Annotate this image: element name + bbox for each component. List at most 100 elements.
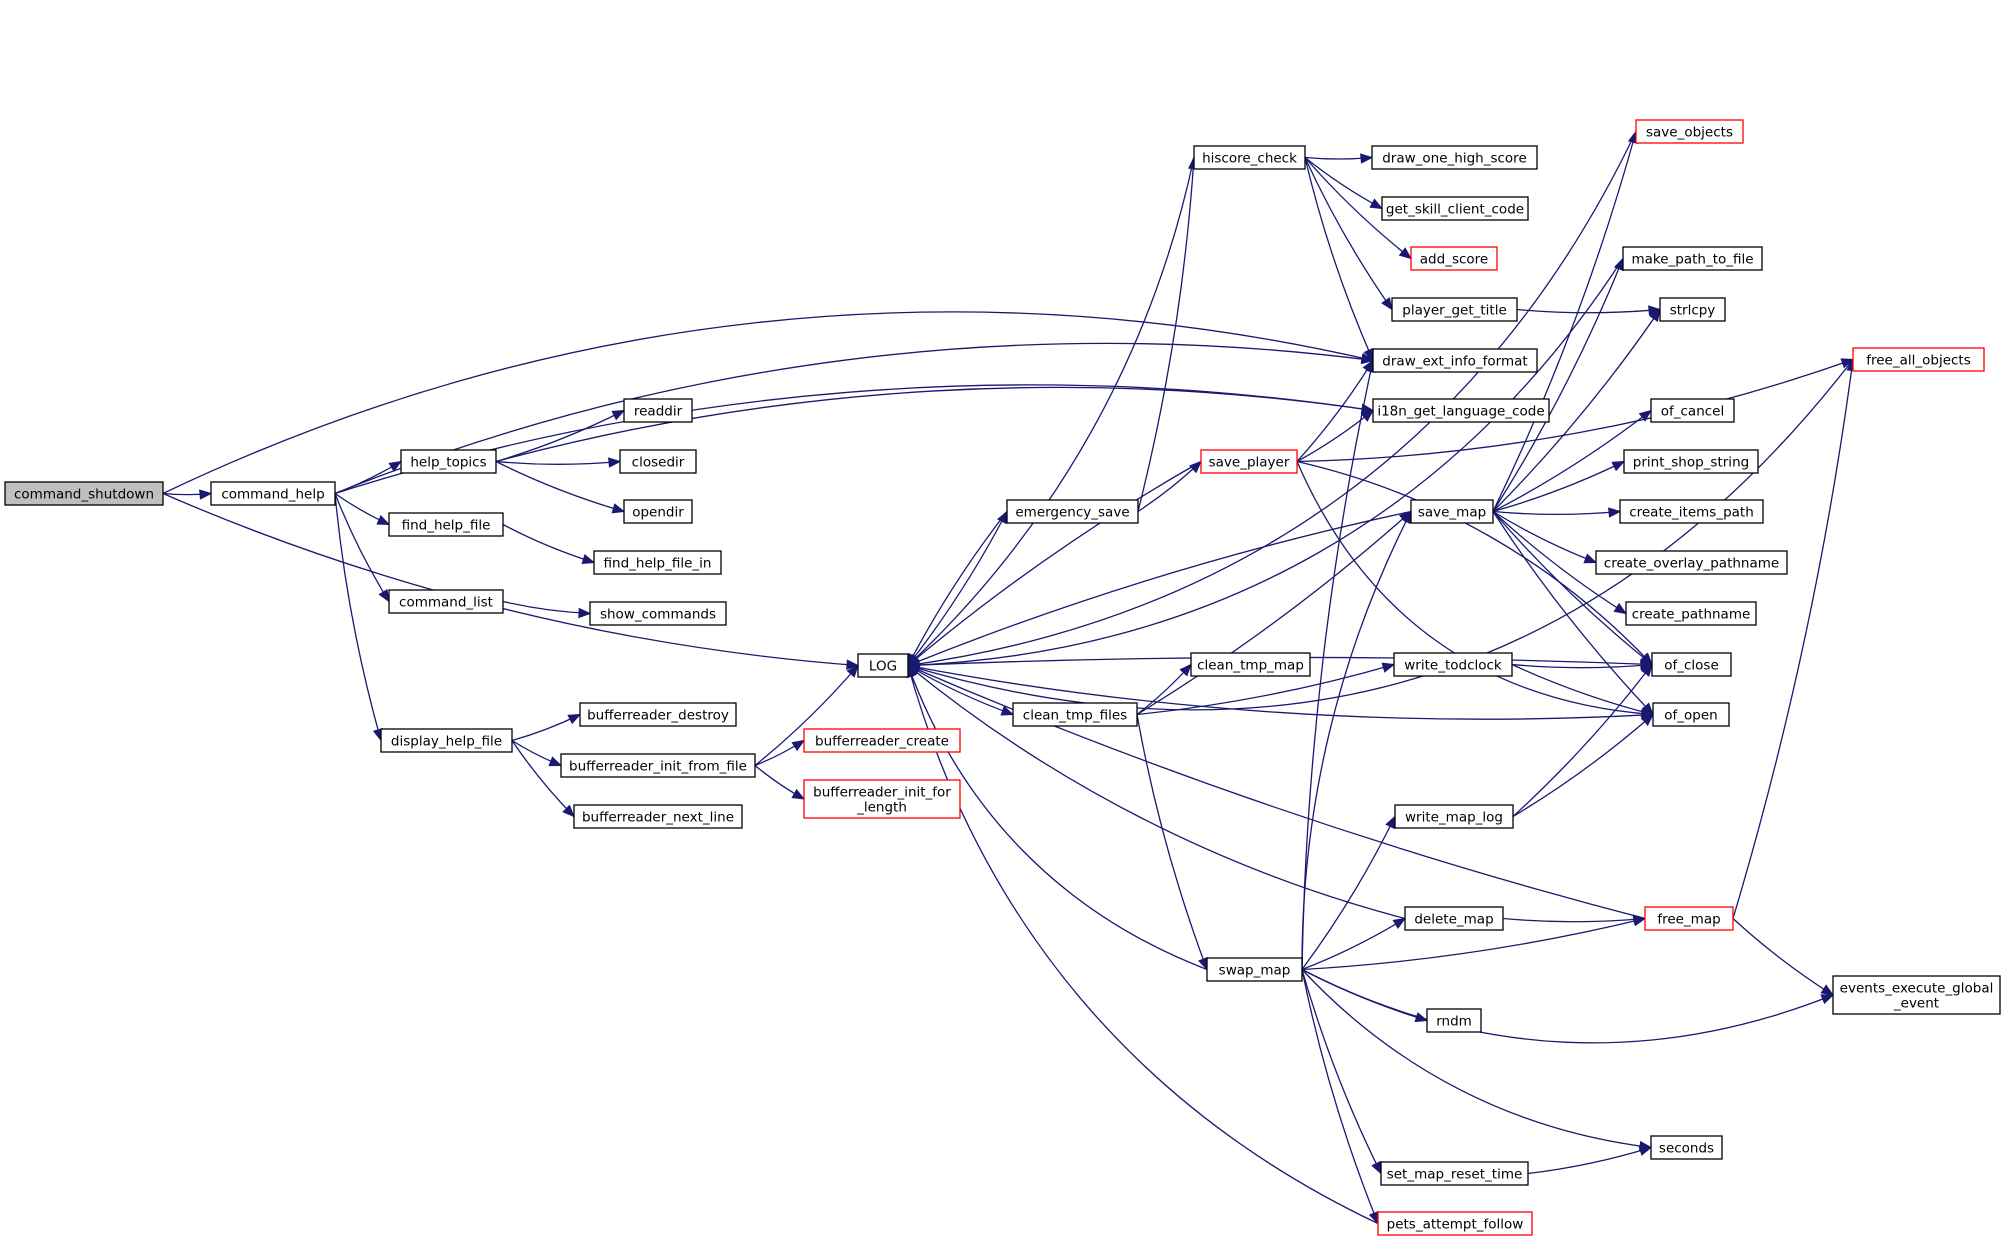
edge-line <box>1492 258 1624 512</box>
edge-line <box>1296 460 1653 665</box>
edge-line <box>495 460 625 513</box>
arrowhead-icon <box>1360 353 1375 365</box>
node-label: write_map_log <box>1405 810 1503 826</box>
arrowhead-icon <box>1369 198 1384 210</box>
node-bufferreader-create[interactable]: bufferreader_create <box>803 728 961 753</box>
node-delete-map[interactable]: delete_map <box>1404 906 1504 931</box>
edge-line <box>1511 663 1653 669</box>
arrowhead-icon <box>578 607 592 619</box>
node-set-map-reset-time[interactable]: set_map_reset_time <box>1380 1161 1529 1186</box>
edge-save_map-to-of_cancel <box>1492 409 1653 513</box>
node-write-map-log[interactable]: write_map_log <box>1394 804 1514 829</box>
node-get-skill-client-code[interactable]: get_skill_client_code <box>1381 196 1529 221</box>
edge-line <box>1511 663 1654 716</box>
edge-line <box>1301 968 1428 1022</box>
edge-line <box>1492 511 1654 715</box>
node-of-open[interactable]: of_open <box>1652 702 1730 727</box>
node-label: write_todclock <box>1404 658 1502 674</box>
arrowhead-icon <box>1360 409 1375 422</box>
node-draw-one-high-score[interactable]: draw_one_high_score <box>1371 145 1538 170</box>
node-readdir[interactable]: readdir <box>623 398 693 423</box>
node-box <box>1832 975 2001 1015</box>
node-label: opendir <box>632 505 684 521</box>
node-bufferreader-init-from-file[interactable]: bufferreader_init_from_file <box>560 753 756 778</box>
node-draw-ext-info-format[interactable]: draw_ext_info_format <box>1372 348 1538 373</box>
node-i18n-get-language-code[interactable]: i18n_get_language_code <box>1372 398 1550 423</box>
node-command-shutdown[interactable]: command_shutdown <box>4 481 164 506</box>
node-rndm[interactable]: rndm <box>1426 1008 1482 1033</box>
node-opendir[interactable]: opendir <box>623 499 693 524</box>
edge-line <box>907 510 1412 667</box>
edge-line <box>1492 131 1637 512</box>
node-box <box>388 512 504 537</box>
node-help-topics[interactable]: help_topics <box>400 449 497 474</box>
node-LOG[interactable]: LOG <box>857 653 909 678</box>
node-box <box>1652 702 1730 727</box>
node-emergency-save[interactable]: emergency_save <box>1006 499 1139 524</box>
arrowhead-icon <box>1611 460 1626 472</box>
node-hiscore-check[interactable]: hiscore_check <box>1193 145 1306 170</box>
node-display-help-file[interactable]: display_help_file <box>380 728 513 753</box>
edge-save_map-to-print_shop_string <box>1492 460 1626 513</box>
node-of-close[interactable]: of_close <box>1651 652 1732 677</box>
node-add-score[interactable]: add_score <box>1410 246 1498 271</box>
edge-line <box>1301 511 1412 970</box>
node-seconds[interactable]: seconds <box>1650 1135 1723 1160</box>
node-player-get-title[interactable]: player_get_title <box>1391 297 1518 322</box>
node-strlcpy[interactable]: strlcpy <box>1659 297 1726 322</box>
node-save-player[interactable]: save_player <box>1200 449 1298 474</box>
node-pets-attempt-follow[interactable]: pets_attempt_follow <box>1377 1211 1533 1236</box>
node-label: pets_attempt_follow <box>1387 1217 1524 1233</box>
node-create-overlay-pathname[interactable]: create_overlay_pathname <box>1595 550 1788 575</box>
node-box <box>593 550 722 575</box>
node-free-map[interactable]: free_map <box>1644 906 1734 931</box>
node-of-cancel[interactable]: of_cancel <box>1650 398 1735 423</box>
node-box <box>1372 398 1550 423</box>
edge-hiscore_check-to-get_skill_client_code <box>1304 156 1384 210</box>
edge-line <box>1137 157 1195 512</box>
node-swap-map[interactable]: swap_map <box>1206 957 1303 982</box>
node-label: clean_tmp_files <box>1023 708 1127 724</box>
node-bufferreader-init-for-length[interactable]: bufferreader_init_for_length <box>803 779 961 819</box>
edge-line <box>907 664 1406 920</box>
node-clean-tmp-files[interactable]: clean_tmp_files <box>1012 702 1138 727</box>
arrowhead-icon <box>548 756 563 767</box>
arrowhead-icon <box>562 804 575 818</box>
node-find-help-file-in[interactable]: find_help_file_in <box>593 550 722 575</box>
edge-free_map-to-free_all_objects <box>1732 358 1857 919</box>
arrowhead-icon <box>1371 1160 1382 1175</box>
node-label: rndm <box>1436 1014 1472 1030</box>
edge-save_map-to-create_pathname <box>1492 511 1628 615</box>
node-print-shop-string[interactable]: print_shop_string <box>1623 449 1759 474</box>
node-free-all-objects[interactable]: free_all_objects <box>1852 347 1985 372</box>
node-bufferreader-next-line[interactable]: bufferreader_next_line <box>573 804 743 829</box>
edge-hiscore_check-to-player_get_title <box>1304 157 1393 311</box>
node-command-list[interactable]: command_list <box>388 589 504 614</box>
node-events-execute-global-event[interactable]: events_execute_global_event <box>1832 975 2001 1015</box>
node-box <box>1193 145 1306 170</box>
node-find-help-file[interactable]: find_help_file <box>388 512 504 537</box>
edge-emergency_save-to-save_player <box>1137 460 1202 513</box>
node-command-help[interactable]: command_help <box>210 481 336 506</box>
node-make-path-to-file[interactable]: make_path_to_file <box>1622 246 1763 271</box>
edge-help_topics-to-closedir <box>495 457 622 468</box>
edge-help_topics-to-opendir <box>495 460 626 514</box>
node-show-commands[interactable]: show_commands <box>589 601 727 626</box>
node-write-todclock[interactable]: write_todclock <box>1393 652 1513 677</box>
node-box <box>210 481 336 506</box>
edge-line <box>1304 157 1393 310</box>
node-save-objects[interactable]: save_objects <box>1635 119 1744 144</box>
edge-hiscore_check-to-draw_one_high_score <box>1304 153 1374 164</box>
edge-LOG-to-clean_tmp_files <box>907 664 1015 716</box>
node-create-items-path[interactable]: create_items_path <box>1619 499 1764 524</box>
edge-command_shutdown-to-LOG <box>162 492 860 670</box>
arrowhead-icon <box>846 664 859 678</box>
node-create-pathname[interactable]: create_pathname <box>1625 601 1757 626</box>
node-box <box>1006 499 1139 524</box>
node-bufferreader-destroy[interactable]: bufferreader_destroy <box>579 702 737 727</box>
node-label: player_get_title <box>1402 303 1507 319</box>
node-clean-tmp-map[interactable]: clean_tmp_map <box>1190 652 1311 677</box>
node-save-map[interactable]: save_map <box>1410 499 1494 524</box>
node-closedir[interactable]: closedir <box>619 449 697 474</box>
edge-line <box>495 386 1374 463</box>
